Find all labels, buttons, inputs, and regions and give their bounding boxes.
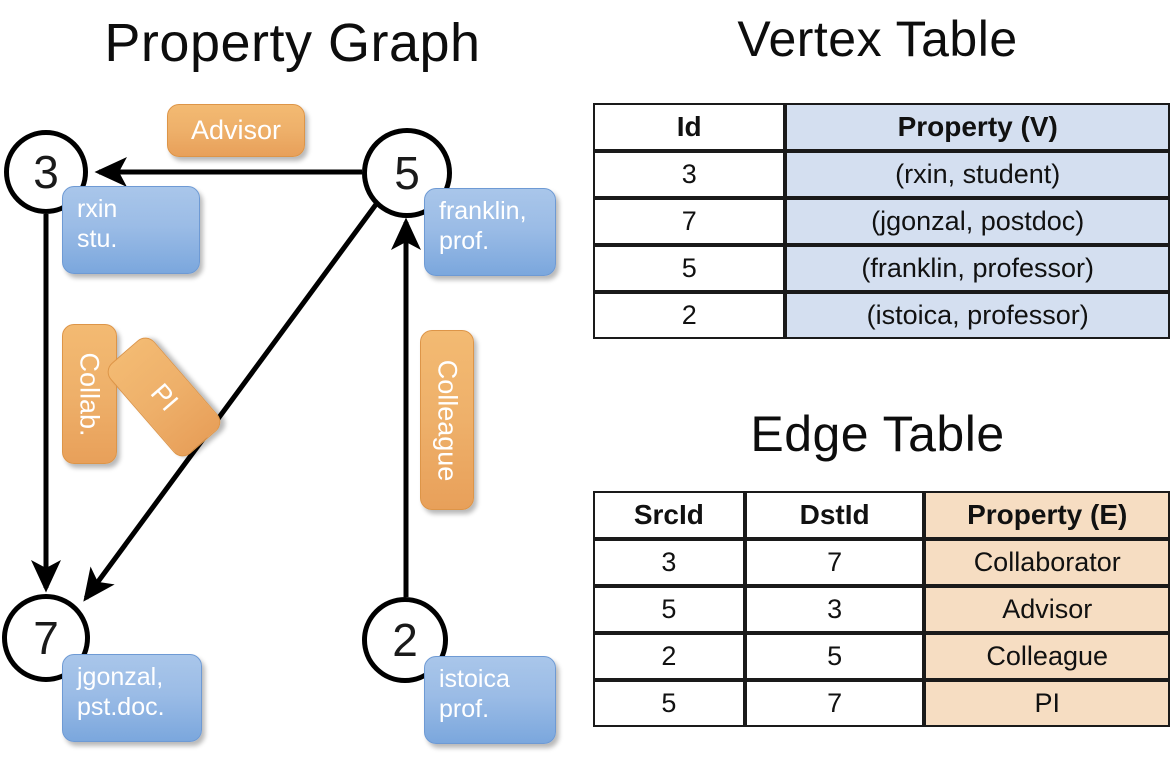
edge-dstid-cell: 3 (744, 586, 925, 633)
vertex-property-cell: (istoica, professor) (785, 292, 1170, 339)
vertex-property-box-franklin[interactable]: franklin, prof. (424, 188, 556, 276)
vertex-property-box-istoica[interactable]: istoica prof. (424, 656, 556, 744)
vertex-id-cell: 3 (593, 151, 786, 198)
edge-property-box-colleague[interactable]: Colleague (420, 330, 474, 510)
table-row[interactable]: 5 (franklin, professor) (593, 245, 1170, 292)
vertex-property-line: franklin, (439, 197, 527, 225)
vertex-table-header-id: Id (593, 103, 786, 151)
edge-srcid-cell: 5 (593, 680, 745, 727)
vertex-property-line: rxin (77, 195, 118, 223)
edge-srcid-cell: 2 (593, 633, 745, 680)
section-title-vertex-table: Vertex Table (737, 11, 1018, 67)
vertex-property-cell: (franklin, professor) (785, 245, 1170, 292)
graph-node-2[interactable]: 2 (362, 597, 448, 683)
edge-property-box-advisor[interactable]: Advisor (167, 104, 305, 157)
edge-table: SrcId DstId Property (E) 3 7 Collaborato… (593, 491, 1170, 727)
table-row[interactable]: 3 (rxin, student) (593, 151, 1170, 198)
table-row[interactable]: 5 7 PI (593, 680, 1170, 727)
vertex-table: Id Property (V) 3 (rxin, student) 7 (jgo… (593, 103, 1170, 339)
vertex-property-line: pst.doc. (77, 692, 165, 721)
table-row[interactable]: 5 3 Advisor (593, 586, 1170, 633)
vertex-property-box-rxin[interactable]: rxin stu. (62, 186, 200, 274)
edge-5-to-7-pi (83, 201, 380, 602)
edge-property-cell: Colleague (924, 633, 1170, 680)
vertex-id-cell: 5 (593, 245, 786, 292)
edge-table-header-dstid: DstId (744, 491, 925, 539)
table-row[interactable]: 3 7 Collaborator (593, 539, 1170, 586)
edge-property-label: Colleague (432, 359, 463, 481)
vertex-property-line: jgonzal, (77, 663, 164, 691)
vertex-property-line: prof. (439, 226, 490, 255)
edge-dstid-cell: 7 (744, 539, 925, 586)
vertex-id-cell: 2 (593, 292, 786, 339)
section-title-edge-table: Edge Table (750, 406, 1005, 462)
edge-property-label: Advisor (190, 115, 282, 145)
edge-property-box-collab[interactable]: Collab. (62, 324, 117, 464)
edge-srcid-cell: 3 (593, 539, 745, 586)
property-graph-diagram: 3 5 7 2 rxin stu. franklin, prof. jgonza… (2, 104, 556, 744)
vertex-property-line: stu. (77, 224, 118, 253)
vertex-property-box-jgonzal[interactable]: jgonzal, pst.doc. (62, 654, 202, 742)
edge-dstid-cell: 5 (744, 633, 925, 680)
vertex-property-cell: (jgonzal, postdoc) (785, 198, 1170, 245)
edge-property-cell: Collaborator (924, 539, 1170, 586)
vertex-property-line: istoica (439, 665, 510, 693)
edge-property-cell: PI (924, 680, 1170, 727)
graph-node-5[interactable]: 5 (362, 128, 452, 218)
edge-srcid-cell: 5 (593, 586, 745, 633)
vertex-table-header-property: Property (V) (785, 103, 1170, 151)
vertex-property-cell: (rxin, student) (785, 151, 1170, 198)
table-row[interactable]: 7 (jgonzal, postdoc) (593, 198, 1170, 245)
edge-property-label: PI (144, 377, 185, 417)
table-row[interactable]: 2 5 Colleague (593, 633, 1170, 680)
edge-property-cell: Advisor (924, 586, 1170, 633)
edge-property-label: Collab. (75, 351, 106, 437)
table-header-row: SrcId DstId Property (E) (593, 491, 1170, 539)
vertex-id-cell: 7 (593, 198, 786, 245)
table-row[interactable]: 2 (istoica, professor) (593, 292, 1170, 339)
page-title-property-graph: Property Graph (104, 13, 481, 73)
edge-table-header-srcid: SrcId (593, 491, 745, 539)
vertex-property-line: prof. (439, 694, 490, 723)
table-header-row: Id Property (V) (593, 103, 1170, 151)
graph-edges-svg (31, 157, 421, 602)
edge-table-header-property: Property (E) (924, 491, 1170, 539)
edge-dstid-cell: 7 (744, 680, 925, 727)
